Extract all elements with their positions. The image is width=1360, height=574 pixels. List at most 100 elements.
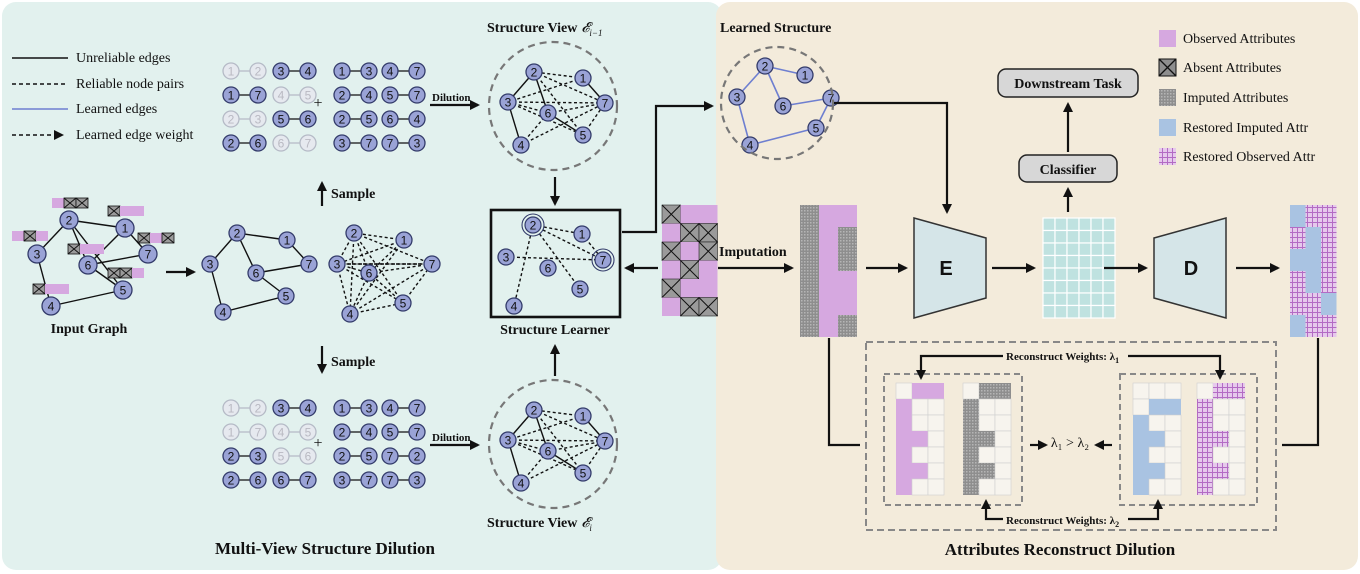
attr-chip-observed bbox=[52, 198, 64, 208]
graph-node: 4 bbox=[741, 136, 759, 154]
node-circle bbox=[381, 471, 399, 489]
node-label: 6 bbox=[278, 137, 285, 151]
node-label: 2 bbox=[531, 404, 538, 418]
graph-node: 2 bbox=[222, 110, 240, 128]
graph-node: 5 bbox=[299, 86, 317, 104]
graph-node: 5 bbox=[574, 464, 592, 482]
graph-node: 4 bbox=[512, 474, 530, 492]
graph-node: 6 bbox=[299, 110, 317, 128]
matrix-cell-empty bbox=[1196, 382, 1214, 400]
matrix-cell-restored-observed bbox=[1197, 463, 1213, 479]
graph-node: 2 bbox=[222, 134, 240, 152]
matrix-cell-imputed bbox=[963, 399, 979, 415]
matrix-cell-embedding bbox=[1102, 229, 1116, 244]
matrix-cell-empty bbox=[994, 446, 1012, 464]
matrix-cell-embedding bbox=[1042, 217, 1056, 232]
node-circle bbox=[574, 407, 592, 425]
node-label: 1 bbox=[580, 72, 587, 86]
node-label: 7 bbox=[305, 474, 312, 488]
graph-node: 7 bbox=[408, 423, 426, 441]
structure-view-top-text: Structure View bbox=[487, 21, 578, 36]
matrix-cell-cross bbox=[680, 260, 700, 280]
matrix-cell-embedding bbox=[1042, 279, 1056, 294]
graph-node: 1 bbox=[796, 66, 814, 84]
learned-edge bbox=[749, 127, 817, 146]
node-label: 7 bbox=[429, 258, 436, 272]
matrix-cell-empty bbox=[895, 382, 913, 400]
graph-node: 7 bbox=[381, 471, 399, 489]
matrix-cell-embedding bbox=[1090, 304, 1104, 319]
attr-chip-cross bbox=[119, 267, 133, 279]
matrix-cell-imputed bbox=[979, 383, 995, 399]
reconstruct-right-box bbox=[1119, 373, 1258, 506]
node-circle bbox=[756, 57, 774, 75]
matrix-cell-imputed bbox=[800, 315, 819, 337]
graph-node: 5 bbox=[299, 423, 317, 441]
graph-node: 3 bbox=[328, 255, 346, 273]
graph-node: 3 bbox=[728, 88, 746, 106]
matrix-cell-empty bbox=[911, 446, 929, 464]
graph-node: 1 bbox=[333, 62, 351, 80]
graph-node: 1 bbox=[574, 407, 592, 425]
node-circle bbox=[596, 432, 614, 450]
node-circle bbox=[299, 447, 317, 465]
dashed-edge bbox=[353, 232, 433, 265]
graph-node: 3 bbox=[499, 431, 517, 449]
graph-node: 2 bbox=[333, 110, 351, 128]
graph-node: 4 bbox=[505, 297, 523, 315]
matrix-cell-empty bbox=[1148, 478, 1166, 496]
node-circle bbox=[222, 110, 240, 128]
attr-chip-observed bbox=[80, 244, 92, 254]
node-label: 6 bbox=[255, 137, 262, 151]
node-circle bbox=[408, 110, 426, 128]
graph-node: 3 bbox=[27, 244, 47, 264]
node-label: 4 bbox=[366, 89, 373, 103]
node-label: 3 bbox=[366, 65, 373, 79]
attr-chip-observed bbox=[150, 233, 162, 243]
matrix-cell-empty bbox=[1164, 430, 1182, 448]
graph-node: 2 bbox=[249, 62, 267, 80]
node-circle bbox=[300, 255, 318, 273]
matrix-cell-empty bbox=[911, 398, 929, 416]
reconstruct-weights-1-sub: 1 bbox=[1115, 356, 1119, 365]
dashed-edge bbox=[349, 239, 405, 315]
node-label: 3 bbox=[278, 402, 285, 416]
matrix-cell-restored-observed bbox=[1290, 227, 1306, 249]
matrix-cell-restored-imputed bbox=[1149, 431, 1165, 447]
node-circle bbox=[408, 471, 426, 489]
node-label: 2 bbox=[762, 60, 769, 74]
matrix-cell-observed bbox=[699, 279, 718, 298]
node-label: 4 bbox=[518, 477, 525, 491]
matrix-cell-embedding bbox=[1090, 279, 1104, 294]
structure-view-top-sub: i−1 bbox=[589, 28, 602, 38]
graph-node: 2 bbox=[333, 86, 351, 104]
lambda-comparison: λ₁ > λ₂ bbox=[1051, 436, 1089, 451]
node-label: 5 bbox=[387, 89, 394, 103]
node-label: 5 bbox=[366, 113, 373, 127]
attr-chip-cross bbox=[137, 232, 151, 244]
matrix-cell-embedding bbox=[1078, 279, 1092, 294]
matrix-cell-embedding bbox=[1042, 304, 1056, 319]
node-circle bbox=[328, 255, 346, 273]
node-label: 2 bbox=[339, 450, 346, 464]
graph-node: 4 bbox=[360, 86, 378, 104]
node-circle bbox=[299, 110, 317, 128]
node-label: 5 bbox=[366, 450, 373, 464]
matrix-cell-imputed bbox=[963, 479, 979, 495]
matrix-cell-observed bbox=[680, 279, 699, 298]
node-label: 2 bbox=[234, 227, 241, 241]
node-label: 7 bbox=[305, 137, 312, 151]
node-label: 3 bbox=[734, 91, 741, 105]
graph-node: 2 bbox=[228, 224, 246, 242]
graph-node: 7 bbox=[300, 255, 318, 273]
matrix-cell-restored-imputed bbox=[1133, 463, 1149, 479]
matrix-cell-embedding bbox=[1042, 229, 1056, 244]
node-label: 7 bbox=[255, 89, 262, 103]
node-circle bbox=[573, 225, 591, 243]
graph-node: 4 bbox=[512, 136, 530, 154]
plus-top: + bbox=[313, 95, 322, 112]
node-label: 4 bbox=[366, 426, 373, 440]
node-label: 3 bbox=[339, 137, 346, 151]
graph-node: 1 bbox=[222, 86, 240, 104]
